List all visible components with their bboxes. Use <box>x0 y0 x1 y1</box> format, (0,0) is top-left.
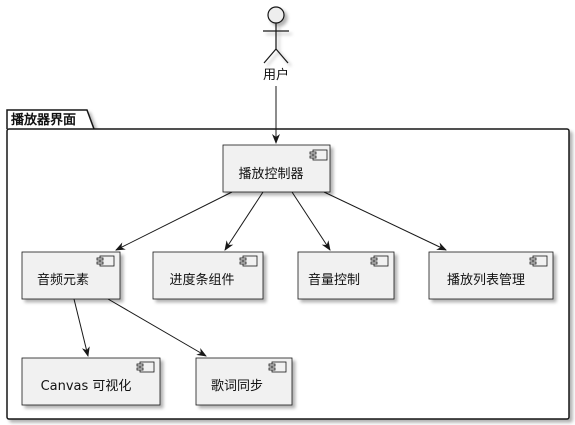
component-controller[interactable]: 播放控制器 <box>222 144 331 193</box>
component-icon <box>309 149 328 161</box>
component-label: 播放控制器 <box>238 167 303 182</box>
component-icon <box>370 255 389 267</box>
component-progress[interactable]: 进度条组件 <box>152 251 264 300</box>
component-icon <box>239 255 258 267</box>
component-label: 音量控制 <box>308 272 360 288</box>
component-label: 音频元素 <box>37 272 89 288</box>
actor-user: 用户 <box>263 6 289 83</box>
component-icon <box>268 361 287 373</box>
package-frame: 播放器界面 <box>6 109 570 420</box>
edge-audio-to-canvas <box>73 298 90 357</box>
component-icon <box>529 255 548 267</box>
edge-controller-to-volume <box>291 191 331 251</box>
component-playlist[interactable]: 播放列表管理 <box>428 251 554 300</box>
component-label: 进度条组件 <box>169 272 234 288</box>
component-label: Canvas 可视化 <box>41 379 132 394</box>
component-label: 歌词同步 <box>211 379 263 394</box>
package-label: 播放器界面 <box>11 112 76 128</box>
edges <box>73 86 447 357</box>
edge-controller-to-progress <box>224 191 264 251</box>
component-canvas[interactable]: Canvas 可视化 <box>21 357 161 406</box>
edge-controller-to-audio <box>115 191 233 251</box>
component-label: 播放列表管理 <box>447 273 525 288</box>
component-icon <box>136 361 155 373</box>
edge-controller-to-playlist <box>323 191 447 251</box>
component-lyrics[interactable]: 歌词同步 <box>195 357 293 406</box>
package-tab <box>6 109 95 130</box>
component-volume[interactable]: 音量控制 <box>297 251 395 300</box>
edge-audio-to-lyrics <box>107 298 207 357</box>
component-icon <box>96 255 115 267</box>
actor-label: 用户 <box>263 67 289 83</box>
package-body <box>6 128 570 420</box>
component-audio[interactable]: 音频元素 <box>21 251 121 300</box>
stick-figure-icon <box>263 6 289 64</box>
